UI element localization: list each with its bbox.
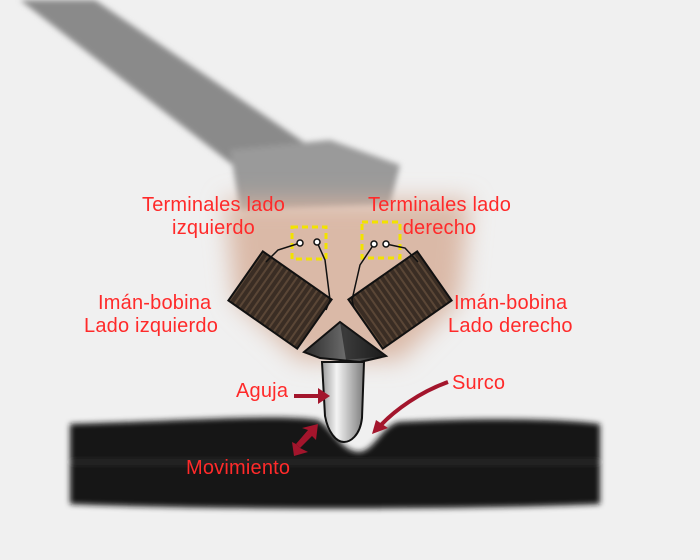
- label-groove: Surco: [452, 372, 506, 394]
- terminal-box-left: [290, 225, 328, 261]
- needle-arrow: [294, 388, 330, 404]
- label-terminals-right: Terminales lado derecho: [368, 194, 511, 240]
- coil-right: [346, 249, 454, 351]
- label-coil-left-line2: Lado izquierdo: [84, 315, 219, 337]
- groove-arrow: [372, 380, 449, 434]
- tonearm: [20, 0, 400, 210]
- label-coil-left-line1: Imán-bobina: [98, 292, 212, 314]
- record: [70, 417, 600, 509]
- label-terminals-right-line2: derecho: [402, 217, 477, 239]
- needle: [320, 361, 366, 444]
- label-needle: Aguja: [236, 380, 289, 402]
- label-coil-right-line2: Lado derecho: [448, 315, 573, 337]
- label-coil-right: Imán-bobina Lado derecho: [448, 292, 573, 338]
- terminal-left-1: [296, 239, 304, 247]
- coil-left: [226, 249, 334, 351]
- label-coil-right-line1: Imán-bobina: [454, 292, 568, 314]
- wires-left: [265, 241, 331, 311]
- movement-arrow: [292, 424, 318, 456]
- label-coil-left: Imán-bobina Lado izquierdo: [84, 292, 218, 338]
- label-movement: Movimiento: [186, 457, 291, 479]
- label-terminals-left-line1: Terminales lado: [142, 194, 286, 216]
- terminal-right-2: [382, 240, 390, 248]
- label-terminals-left: Terminales lado izquierdo: [142, 194, 285, 240]
- terminal-right-1: [370, 240, 378, 248]
- label-terminals-right-line1: Terminales lado: [368, 194, 512, 216]
- wires-right: [351, 243, 419, 309]
- terminal-left-2: [313, 238, 321, 246]
- label-terminals-left-line2: izquierdo: [172, 217, 256, 239]
- terminal-box-right: [360, 220, 402, 260]
